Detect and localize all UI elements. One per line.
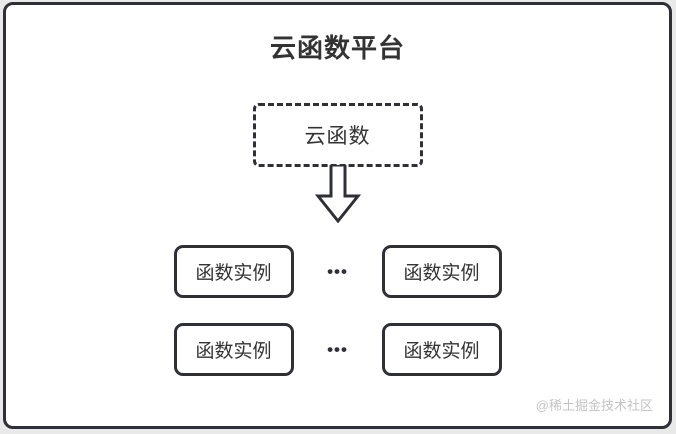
cloud-function-node: 云函数 [252, 103, 423, 167]
instance-row: 函数实例 ••• 函数实例 [173, 245, 502, 298]
ellipsis: ••• [327, 262, 348, 281]
instance-label: 函数实例 [195, 263, 272, 284]
cloud-function-label: 云函数 [304, 125, 371, 148]
down-arrow-icon [314, 165, 361, 223]
instance-label: 函数实例 [403, 263, 480, 284]
instance-label: 函数实例 [195, 341, 272, 362]
cloud-function-platform-panel: 云函数平台 云函数 函数实例 ••• 函数实例 函数实例 ••• 函数实例 [3, 2, 672, 429]
ellipsis: ••• [327, 340, 348, 359]
instance-row: 函数实例 ••• 函数实例 [173, 323, 502, 376]
instance-node: 函数实例 [173, 323, 294, 376]
instance-node: 函数实例 [173, 245, 294, 298]
instance-node: 函数实例 [381, 323, 502, 376]
instance-label: 函数实例 [403, 341, 480, 362]
instance-grid: 函数实例 ••• 函数实例 函数实例 ••• 函数实例 [173, 245, 502, 376]
watermark: @稀土掘金技术社区 [535, 398, 653, 413]
diagram-title: 云函数平台 [269, 33, 405, 63]
instance-node: 函数实例 [381, 245, 502, 298]
